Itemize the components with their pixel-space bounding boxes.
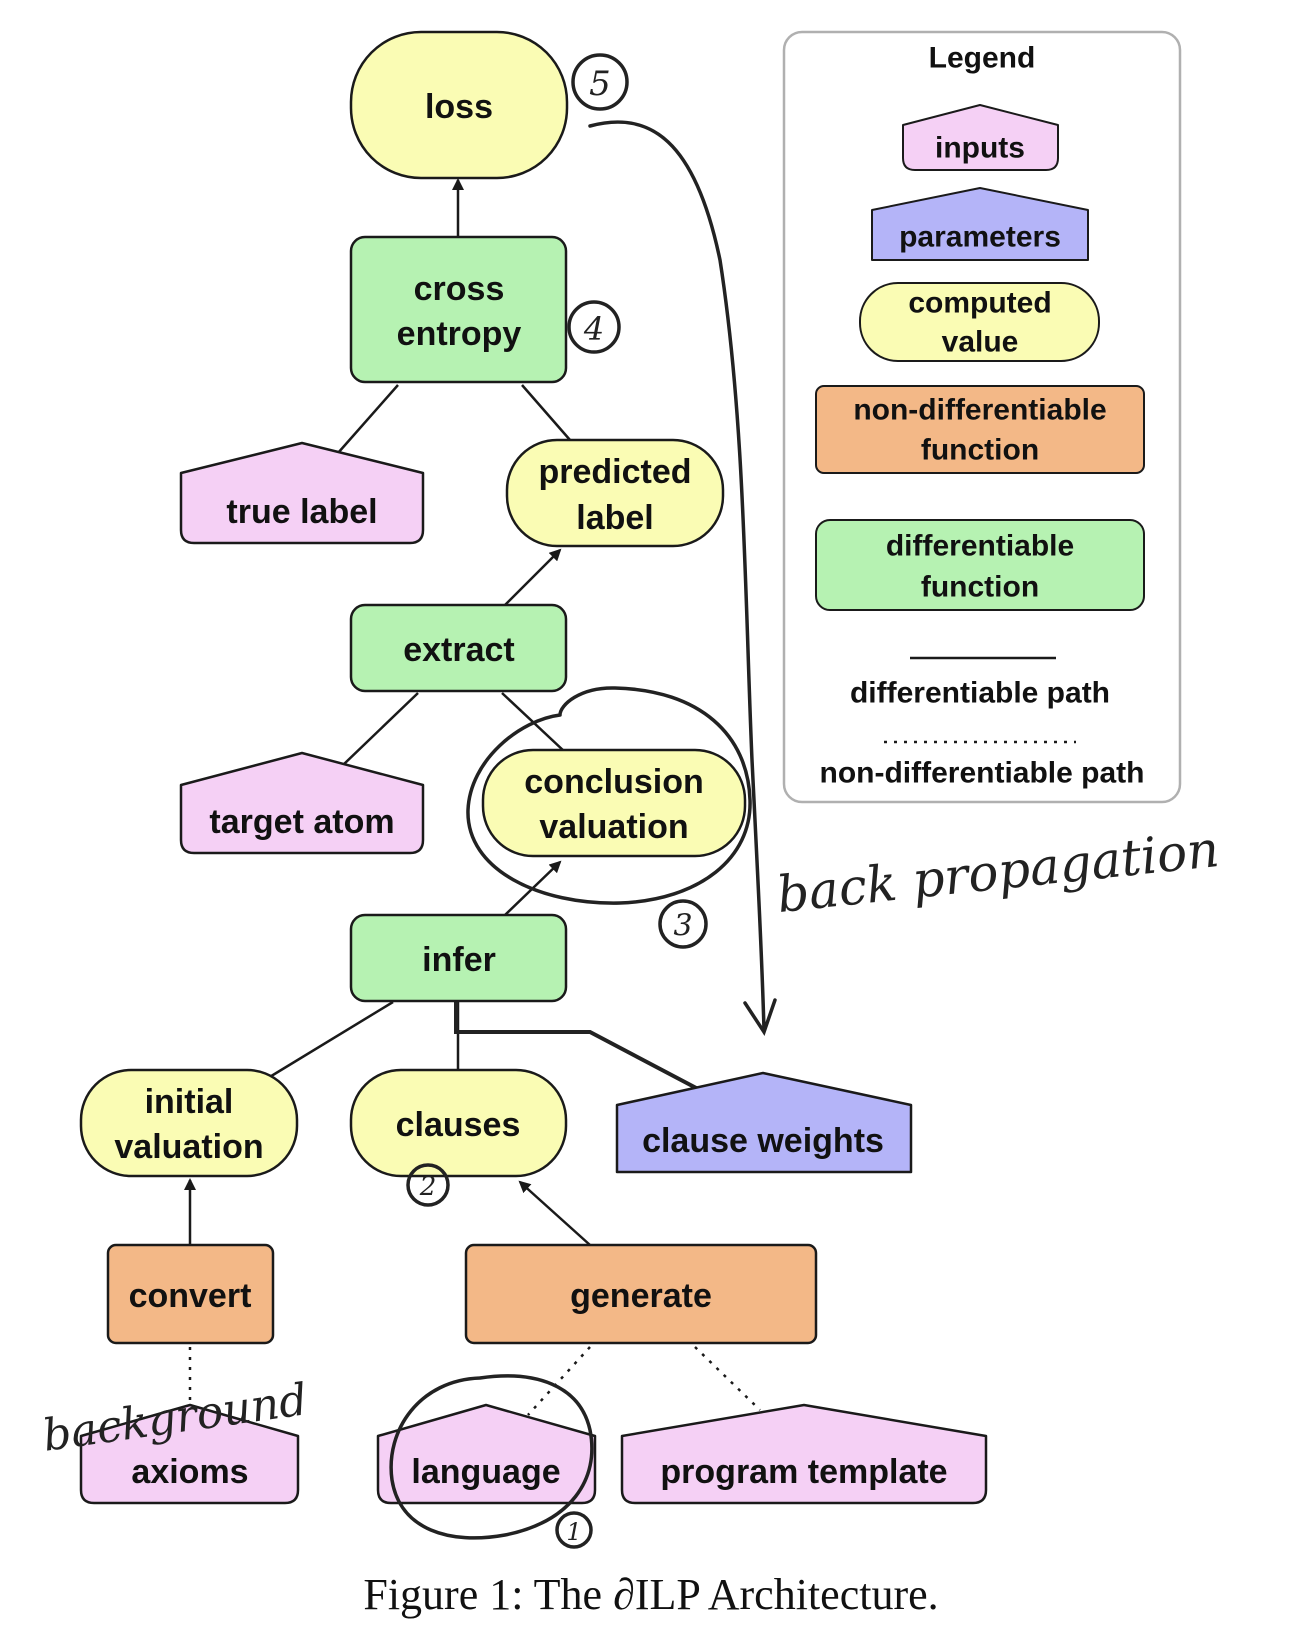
annotations xyxy=(389,53,777,1549)
node-generate-label: generate xyxy=(570,1277,712,1315)
edge-cross-entropy-predicted-label xyxy=(521,384,571,441)
node-target-atom: target atom xyxy=(179,751,425,855)
edge-program-template-generate xyxy=(694,1346,761,1411)
marker-3-label: 3 xyxy=(673,909,692,944)
node-true-label-label: true label xyxy=(226,493,377,531)
conclusion-valuation-highlight-circle xyxy=(466,686,752,905)
edge-infer-clause-weights xyxy=(454,1002,701,1092)
node-clause-weights-label: clause weights xyxy=(642,1122,884,1160)
marker-5-label: 5 xyxy=(589,64,611,104)
edge-infer-initial-valuation xyxy=(267,1000,394,1080)
node-true-label: true label xyxy=(179,441,425,545)
node-convert: convert xyxy=(106,1243,275,1345)
node-infer-label: infer xyxy=(422,941,496,979)
figure-caption: Figure 1: The ∂ILP Architecture. xyxy=(363,1570,939,1619)
edge-extract-target-atom xyxy=(342,692,419,766)
node-cross-entropy-line2: entropy xyxy=(397,315,522,353)
node-initial-valuation-line2: valuation xyxy=(114,1128,263,1166)
architecture-diagram: loss cross entropy true label predicted … xyxy=(40,30,1222,1549)
node-program-template-label: program template xyxy=(660,1453,947,1491)
legend-computed-value: computed value xyxy=(859,282,1100,362)
node-conclusion-valuation-line1: conclusion xyxy=(524,763,703,801)
edge-extract-to-predicted-label xyxy=(504,548,562,606)
node-language-label: language xyxy=(411,1453,560,1491)
node-cross-entropy: cross entropy xyxy=(349,235,568,384)
node-axioms: axioms xyxy=(79,1403,300,1505)
legend-non-differentiable-function: non-differentiable function xyxy=(815,385,1145,474)
legend: Legend inputs parameters computed value … xyxy=(782,30,1182,804)
legend-differentiable-function: differentiable function xyxy=(815,519,1145,611)
legend-non-differentiable-function-line1: non-differentiable xyxy=(853,394,1106,427)
node-initial-valuation: initial valuation xyxy=(79,1068,299,1178)
node-predicted-label-line2: label xyxy=(576,499,653,537)
node-convert-label: convert xyxy=(129,1277,252,1315)
back-propagation-label: back propagation xyxy=(774,820,1222,924)
dotted-edges xyxy=(188,1346,761,1416)
legend-differentiable-function-line1: differentiable xyxy=(886,530,1074,563)
marker-2-label: 2 xyxy=(419,1172,437,1202)
node-clauses: clauses xyxy=(349,1068,568,1178)
marker-3-circle xyxy=(658,899,708,949)
legend-inputs-label: inputs xyxy=(935,132,1025,165)
node-target-atom-label: target atom xyxy=(209,803,394,841)
node-infer: infer xyxy=(349,913,568,1003)
node-predicted-label-line1: predicted xyxy=(538,453,691,491)
node-conclusion-valuation: conclusion valuation xyxy=(481,748,747,858)
back-propagation-arrow xyxy=(588,120,766,1032)
legend-parameters-label: parameters xyxy=(899,221,1061,254)
node-loss-label: loss xyxy=(425,88,493,126)
legend-parameters: parameters xyxy=(871,187,1089,261)
marker-2-circle xyxy=(406,1163,450,1207)
node-extract: extract xyxy=(349,603,568,693)
node-clause-weights: clause weights xyxy=(615,1071,913,1174)
legend-differentiable-function-line2: function xyxy=(921,571,1039,604)
legend-non-differentiable-path-label: non-differentiable path xyxy=(820,757,1145,790)
node-axioms-label: axioms xyxy=(131,1453,248,1491)
node-generate: generate xyxy=(464,1243,818,1345)
node-language: language xyxy=(376,1403,597,1505)
legend-computed-value-line2: value xyxy=(942,326,1019,359)
edge-generate-to-clauses xyxy=(518,1180,591,1246)
marker-1-circle xyxy=(555,1511,593,1549)
node-conclusion-valuation-line2: valuation xyxy=(539,808,688,846)
marker-1-label: 1 xyxy=(566,1518,581,1546)
node-clauses-label: clauses xyxy=(396,1106,521,1144)
legend-non-differentiable-path: non-differentiable path xyxy=(820,740,1145,790)
edge-cross-entropy-true-label xyxy=(337,384,399,454)
node-predicted-label: predicted label xyxy=(505,438,725,548)
back-propagation-arrowhead xyxy=(743,998,777,1036)
node-program-template: program template xyxy=(620,1403,988,1505)
legend-differentiable-path-label: differentiable path xyxy=(850,677,1110,710)
node-extract-label: extract xyxy=(403,631,515,669)
legend-title: Legend xyxy=(929,42,1036,75)
legend-differentiable-path: differentiable path xyxy=(850,656,1110,710)
legend-non-differentiable-function-line2: function xyxy=(921,434,1039,467)
language-highlight-circle xyxy=(389,1374,594,1540)
marker-4-label: 4 xyxy=(583,310,604,348)
legend-inputs: inputs xyxy=(902,104,1059,171)
node-cross-entropy-line1: cross xyxy=(414,270,505,308)
marker-5-circle xyxy=(571,53,629,111)
node-loss: loss xyxy=(349,30,569,180)
marker-4-circle xyxy=(567,300,621,354)
node-initial-valuation-line1: initial xyxy=(145,1083,234,1121)
legend-computed-value-line1: computed xyxy=(908,287,1051,320)
